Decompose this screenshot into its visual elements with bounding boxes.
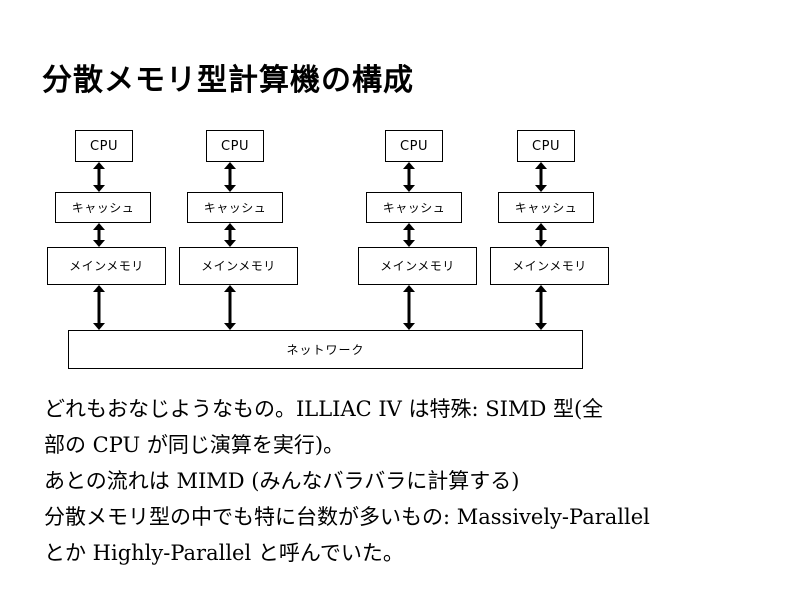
- arrow-shaft: [407, 167, 410, 187]
- arrow-head-up-icon: [223, 162, 236, 169]
- arrow-shaft: [228, 290, 231, 325]
- arrow-shaft: [228, 167, 231, 187]
- arrow-head-up-icon: [534, 162, 547, 169]
- arrow-shaft: [97, 167, 100, 187]
- arrow-shaft: [407, 290, 410, 325]
- arrow-head-down-icon: [402, 323, 415, 330]
- cpu-box: CPU: [75, 130, 133, 162]
- arrow-shaft: [97, 228, 100, 242]
- arrow-head-down-icon: [402, 240, 415, 247]
- bidirectional-arrow-icon: [223, 223, 236, 247]
- arrow-head-up-icon: [402, 285, 415, 292]
- cpu-box-label: CPU: [90, 138, 118, 154]
- arrow-head-down-icon: [223, 323, 236, 330]
- cpu-box: CPU: [517, 130, 575, 162]
- arrow-shaft: [407, 228, 410, 242]
- arrow-head-down-icon: [223, 185, 236, 192]
- network-box: ネットワーク: [68, 330, 583, 369]
- main-memory-box: メインメモリ: [47, 247, 166, 285]
- cache-box: キャッシュ: [187, 192, 283, 223]
- main-memory-box: メインメモリ: [179, 247, 298, 285]
- cpu-box: CPU: [206, 130, 264, 162]
- arrow-head-up-icon: [92, 285, 105, 292]
- arrow-shaft: [539, 290, 542, 325]
- arrow-head-down-icon: [534, 240, 547, 247]
- body-line: どれもおなじようなもの。ILLIAC IV は特殊: SIMD 型(全: [44, 397, 604, 421]
- arrow-shaft: [539, 228, 542, 242]
- page-title: 分散メモリ型計算機の構成: [42, 63, 414, 98]
- cpu-box-label: CPU: [532, 138, 560, 154]
- body-line: あとの流れは MIMD (みんなバラバラに計算する): [44, 469, 520, 493]
- main-memory-box-label: メインメモリ: [69, 259, 144, 273]
- bidirectional-arrow-icon: [534, 285, 547, 330]
- arrow-head-up-icon: [402, 223, 415, 230]
- main-memory-box-label: メインメモリ: [512, 259, 587, 273]
- cache-box-label: キャッシュ: [203, 200, 267, 215]
- arrow-shaft: [539, 167, 542, 187]
- arrow-head-down-icon: [92, 323, 105, 330]
- main-memory-box: メインメモリ: [358, 247, 477, 285]
- body-line: とか Highly-Parallel と呼んでいた。: [44, 541, 404, 565]
- bidirectional-arrow-icon: [534, 223, 547, 247]
- arrow-head-down-icon: [534, 185, 547, 192]
- cpu-box-label: CPU: [400, 138, 428, 154]
- cache-box: キャッシュ: [366, 192, 462, 223]
- body-line: 部の CPU が同じ演算を実行)。: [44, 433, 345, 457]
- arrow-head-down-icon: [92, 185, 105, 192]
- body-line: 分散メモリ型の中でも特に台数が多いもの: Massively-Parallel: [44, 505, 650, 529]
- bidirectional-arrow-icon: [402, 223, 415, 247]
- arrow-head-up-icon: [223, 223, 236, 230]
- arrow-head-down-icon: [534, 323, 547, 330]
- cache-box-label: キャッシュ: [514, 200, 578, 215]
- main-memory-box-label: メインメモリ: [201, 259, 276, 273]
- cache-box: キャッシュ: [55, 192, 151, 223]
- cache-box-label: キャッシュ: [71, 200, 135, 215]
- bidirectional-arrow-icon: [534, 162, 547, 192]
- architecture-diagram: CPU CPU CPU CPU キャッシュ キャッシュ キャッシュ キャッシュメインメモリ メイ…: [47, 130, 609, 369]
- cpu-box: CPU: [385, 130, 443, 162]
- main-memory-box-label: メインメモリ: [380, 259, 455, 273]
- body-text-block: どれもおなじようなもの。ILLIAC IV は特殊: SIMD 型(全部の CP…: [44, 391, 774, 571]
- arrow-head-up-icon: [534, 223, 547, 230]
- bidirectional-arrow-icon: [223, 162, 236, 192]
- bidirectional-arrow-icon: [223, 285, 236, 330]
- cache-box: キャッシュ: [498, 192, 594, 223]
- bidirectional-arrow-icon: [402, 162, 415, 192]
- arrow-head-down-icon: [402, 185, 415, 192]
- bidirectional-arrow-icon: [92, 285, 105, 330]
- cache-box-label: キャッシュ: [382, 200, 446, 215]
- cpu-box-label: CPU: [221, 138, 249, 154]
- arrow-head-down-icon: [223, 240, 236, 247]
- arrow-head-up-icon: [402, 162, 415, 169]
- arrow-head-up-icon: [92, 162, 105, 169]
- arrow-head-up-icon: [92, 223, 105, 230]
- bidirectional-arrow-icon: [402, 285, 415, 330]
- arrow-shaft: [228, 228, 231, 242]
- main-memory-box: メインメモリ: [490, 247, 609, 285]
- bidirectional-arrow-icon: [92, 223, 105, 247]
- arrow-shaft: [97, 290, 100, 325]
- arrow-head-down-icon: [92, 240, 105, 247]
- arrow-head-up-icon: [534, 285, 547, 292]
- arrow-head-up-icon: [223, 285, 236, 292]
- network-box-label: ネットワーク: [286, 342, 365, 357]
- bidirectional-arrow-icon: [92, 162, 105, 192]
